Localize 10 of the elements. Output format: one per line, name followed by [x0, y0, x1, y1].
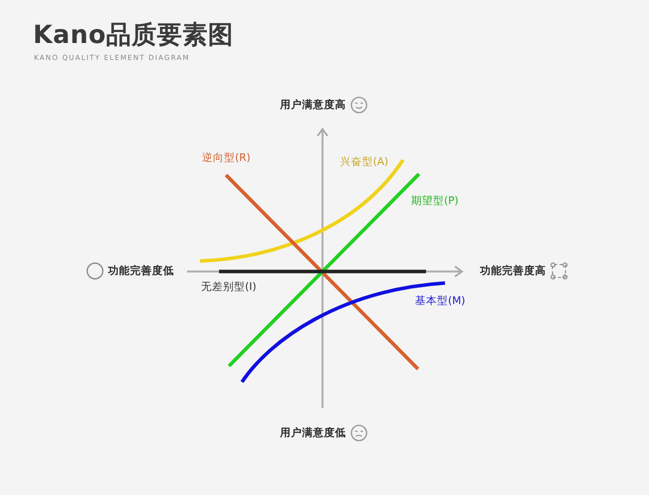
curve-label: 逆向型(R)	[202, 152, 250, 165]
curve-label: 无差别型(I)	[201, 281, 256, 294]
curve-label: 基本型(M)	[415, 295, 466, 308]
curve-label: 期望型(P)	[411, 195, 459, 208]
diagram-title: Kano品质要素图	[33, 20, 234, 50]
curve-label: 兴奋型(A)	[340, 156, 388, 169]
axis-label: 用户满意度高	[280, 98, 346, 112]
axis-label: 功能完善度高	[480, 264, 546, 278]
axis-label: 功能完善度低	[108, 264, 174, 278]
axis-label: 用户满意度低	[280, 426, 346, 440]
